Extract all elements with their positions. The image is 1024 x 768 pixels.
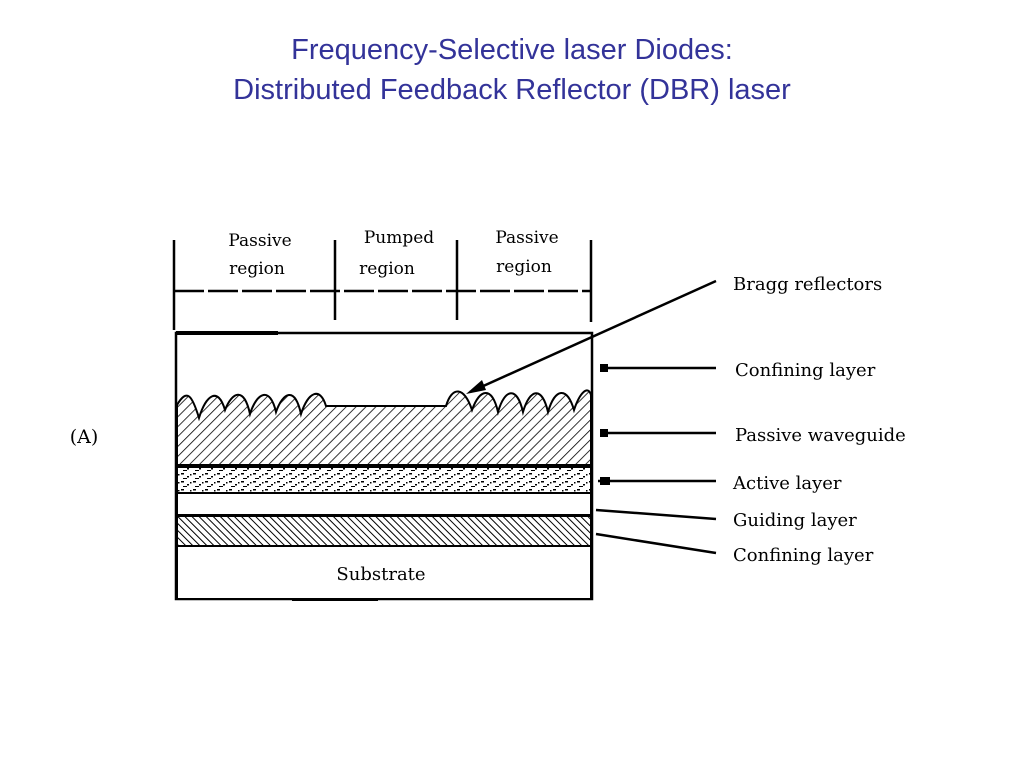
region-dimension-lines <box>172 240 593 330</box>
passive-waveguide-layer <box>176 389 592 466</box>
leader-lines <box>469 279 717 555</box>
label-guiding-layer: Guiding layer <box>733 510 857 531</box>
confining-layer-bottom <box>176 515 592 547</box>
substrate-layer <box>176 545 592 600</box>
svg-text:Passive: Passive <box>228 231 291 251</box>
svg-text:Pumped: Pumped <box>364 228 434 248</box>
svg-text:Passive: Passive <box>495 228 558 248</box>
svg-text:region: region <box>496 257 552 277</box>
substrate-label: Substrate <box>336 564 425 585</box>
svg-text:region: region <box>229 259 285 279</box>
region-label-pumped: Pumped region <box>359 228 434 279</box>
title-line-2: Distributed Feedback Reflector (DBR) las… <box>233 74 791 106</box>
label-bragg-reflectors: Bragg reflectors <box>733 274 882 295</box>
svg-text:region: region <box>359 259 415 279</box>
figure-label: (A) <box>70 426 99 448</box>
label-active-layer: Active layer <box>732 473 842 494</box>
title-line-1: Frequency-Selective laser Diodes: <box>291 34 733 66</box>
leader-markers <box>466 364 610 485</box>
slide-title: Frequency-Selective laser Diodes: Distri… <box>0 30 1024 110</box>
active-layer <box>176 466 592 494</box>
label-passive-waveguide: Passive waveguide <box>735 425 906 446</box>
guiding-layer <box>176 492 592 516</box>
region-label-passive-right: Passive region <box>495 228 558 277</box>
label-confining-layer-bottom: Confining layer <box>733 545 874 566</box>
label-confining-layer-top: Confining layer <box>735 360 876 381</box>
region-label-passive-left: Passive region <box>228 231 291 279</box>
